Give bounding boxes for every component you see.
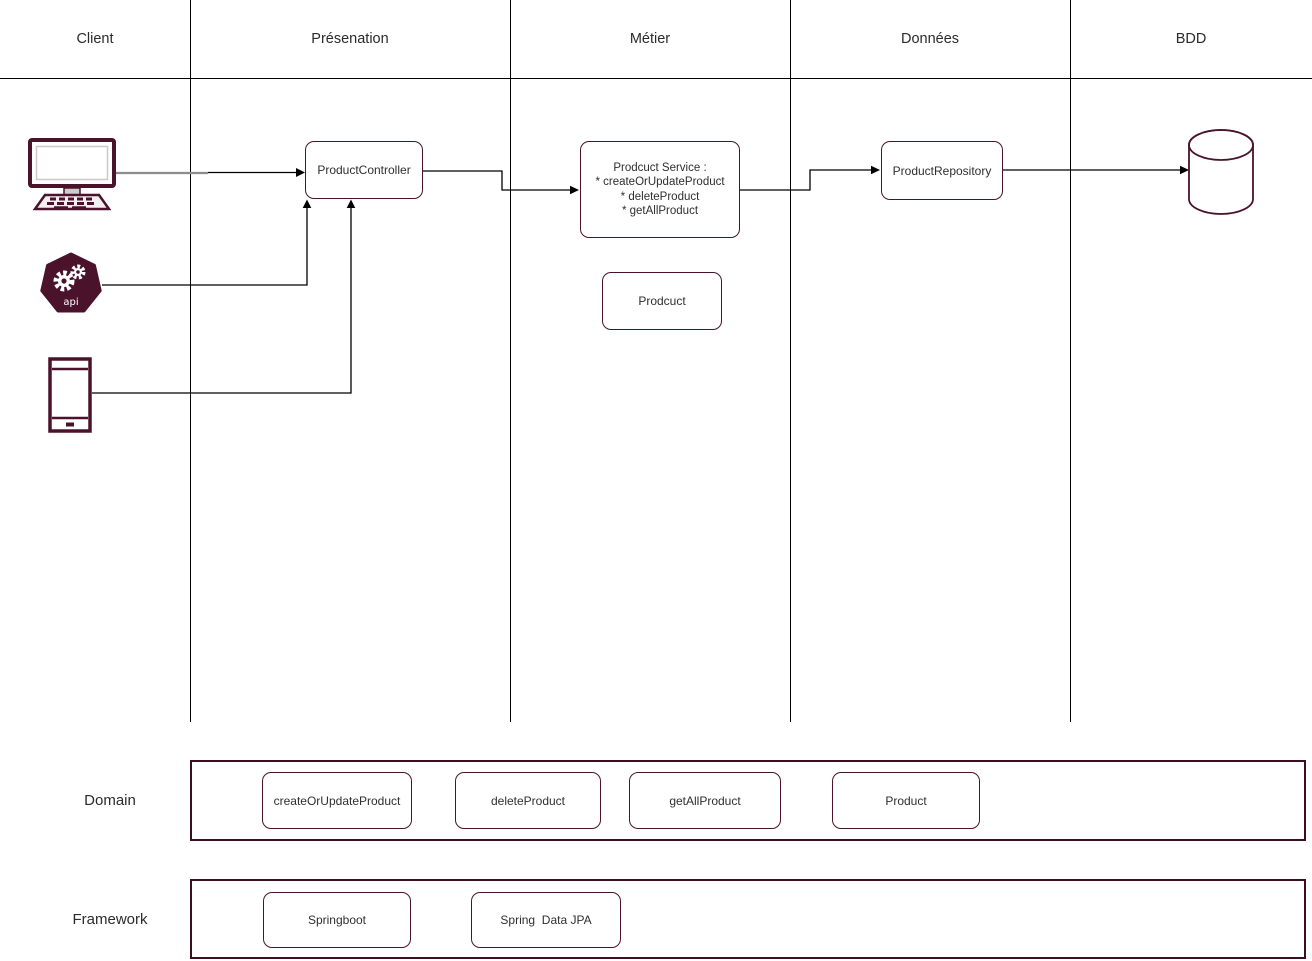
lane-header-label: Présenation [311, 31, 389, 47]
lane-header-label: Métier [629, 31, 671, 47]
lane-header-metier: Métier [510, 0, 790, 78]
lane-grid [0, 0, 1312, 722]
lane-header-bdd: BDD [1070, 0, 1312, 78]
band-label-text: Framework [72, 910, 148, 928]
lane-header-label: BDD [1175, 31, 1207, 47]
product-entity-node: Prodcuct [602, 272, 722, 330]
band-label-text: Domain [84, 792, 136, 809]
framework-band-label: Framework [30, 879, 190, 959]
band-item-label: getAllProduct [669, 793, 741, 808]
database-icon [1188, 129, 1254, 215]
band-item-label: Springboot [307, 913, 367, 927]
domain-band-label: Domain [30, 760, 190, 841]
product-repository-node: ProductRepository [881, 141, 1003, 200]
band-item-label: Spring Data JPA [500, 913, 592, 927]
band-item-label: Product [885, 793, 927, 808]
node-label: * createOrUpdateProduct [595, 176, 725, 188]
node-label: * deleteProduct [620, 190, 700, 203]
node-label: * getAllProduct [621, 205, 699, 217]
api-badge-label: api [63, 297, 78, 308]
gear-icon [70, 264, 86, 280]
lane-header-client: Client [0, 0, 190, 78]
connector-controller-to-service [423, 170, 579, 195]
band-item-label: createOrUpdateProduct [273, 793, 401, 808]
lane-header-donnees: Données [790, 0, 1070, 78]
domain-item-createorupdateproduct: createOrUpdateProduct [262, 772, 412, 829]
product-controller-node: ProductController [305, 141, 423, 199]
node-label: ProductController [317, 163, 411, 177]
desktop-client-icon [28, 138, 116, 211]
connector-desktop-to-controller [113, 168, 305, 177]
connector-phone-to-controller [92, 199, 356, 394]
mobile-client-icon [48, 357, 92, 433]
connector-service-to-repository [740, 165, 880, 191]
domain-item-deleteproduct: deleteProduct [455, 772, 601, 829]
connector-repository-to-db [1003, 165, 1189, 175]
framework-item-springboot: Springboot [263, 892, 411, 948]
domain-item-getallproduct: getAllProduct [629, 772, 781, 829]
gear-icon [53, 270, 75, 292]
framework-item-spring-data-jpa: Spring Data JPA [471, 892, 621, 948]
node-label: Prodcuct Service : [613, 161, 707, 174]
node-label: Prodcuct [638, 294, 686, 308]
lane-header-label: Client [76, 31, 114, 47]
connector-api-to-controller [102, 199, 312, 286]
band-item-label: deleteProduct [490, 793, 566, 808]
lane-header-label: Données [900, 31, 960, 47]
lane-header-presentation: Présenation [190, 0, 510, 78]
api-client-icon: api [40, 252, 102, 313]
product-service-node: Prodcuct Service : * createOrUpdateProdu… [580, 141, 740, 238]
domain-item-product: Product [832, 772, 980, 829]
node-label: ProductRepository [892, 163, 992, 178]
